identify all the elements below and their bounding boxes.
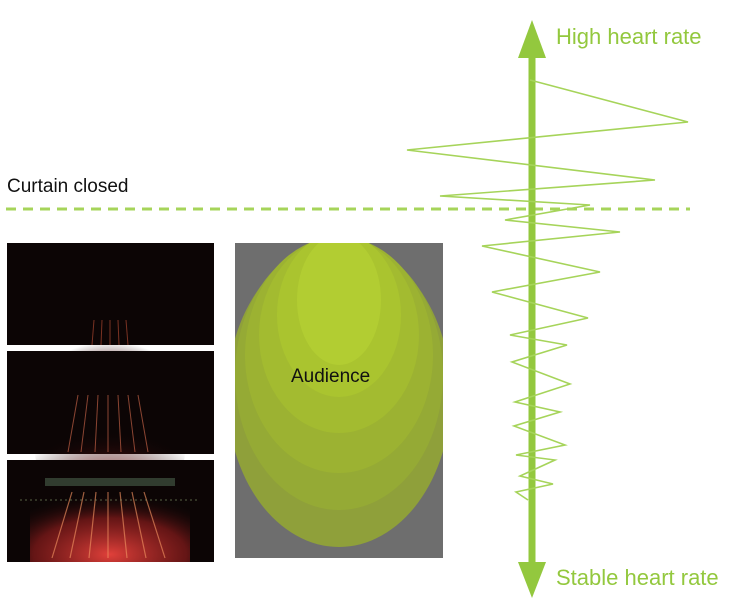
arrow-down-icon <box>518 562 546 598</box>
high-heart-rate-label: High heart rate <box>556 24 702 49</box>
stage-panel-3 <box>7 460 214 562</box>
stage-light-strips <box>51 491 166 559</box>
heart-rate-axis <box>518 20 546 598</box>
stage-light-strips <box>67 394 149 453</box>
stable-heart-rate-label: Stable heart rate <box>556 565 719 590</box>
stage-light-strips <box>91 319 129 346</box>
audience-label: Audience <box>291 366 371 387</box>
curtain-closed-label: Curtain closed <box>7 176 129 197</box>
heart-rate-trace <box>406 79 689 501</box>
audience-heatmap <box>235 243 443 558</box>
arrow-up-icon <box>518 20 546 58</box>
